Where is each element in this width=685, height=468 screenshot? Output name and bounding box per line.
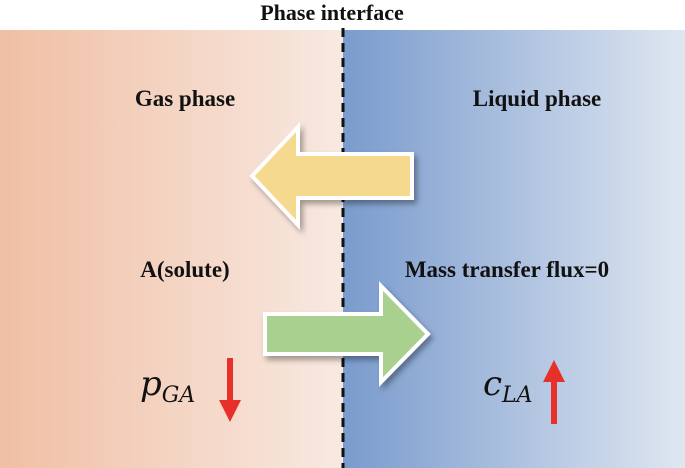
flux-label: Mass transfer flux=0 xyxy=(405,257,609,282)
liquid-phase-label: Liquid phase xyxy=(473,86,602,111)
liquid-phase-region xyxy=(343,30,685,468)
increase-arrow-icon xyxy=(543,360,565,424)
right-pointing-arrow xyxy=(263,281,431,387)
left-pointing-arrow xyxy=(249,121,414,231)
liquid-concentration-symbol: cLA xyxy=(483,364,533,408)
gas-phase-label: Gas phase xyxy=(135,86,235,111)
gas-partial-pressure-symbol: pGA xyxy=(140,364,195,408)
solute-label: A(solute) xyxy=(140,257,229,282)
diagram-title: Phase interface xyxy=(260,0,404,25)
decrease-arrow-icon xyxy=(219,358,241,422)
gas-phase-region xyxy=(0,30,343,468)
